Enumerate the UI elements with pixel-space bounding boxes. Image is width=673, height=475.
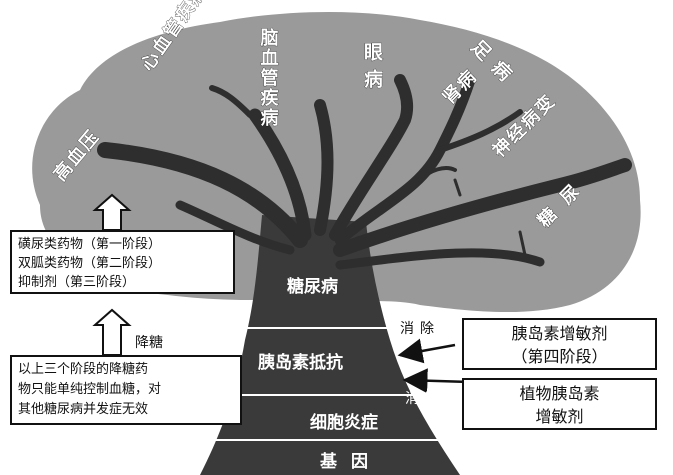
- band-lines: [205, 327, 530, 441]
- band-gene: 基因: [319, 451, 382, 472]
- drug-line-3: 抑制剂（第三阶段）: [18, 275, 136, 290]
- sensitizer-line-2: （第四阶段）: [511, 347, 608, 366]
- complication-eye: 眼病: [361, 42, 383, 96]
- drug-line-1: 磺尿类药物（第一阶段）: [18, 237, 162, 252]
- plant-line-1: 植物胰岛素: [519, 384, 600, 403]
- note-line-2: 物只能单纯控制血糖，对: [18, 382, 162, 397]
- tree-trunk: [200, 215, 460, 475]
- up-arrow-top: [92, 193, 132, 231]
- complication-brain: 脑血管疾病: [258, 27, 279, 128]
- conventional-drugs-box: 磺尿类药物（第一阶段） 双胍类药物（第二阶段） 抑制剂（第三阶段）: [10, 230, 235, 294]
- note-box: 以上三个阶段的降糖药 物只能单纯控制血糖，对 其他糖尿病并发症无效: [10, 355, 242, 425]
- arrow-to-inflammation: [402, 368, 471, 394]
- drug-line-2: 双胍类药物（第二阶段）: [18, 256, 162, 271]
- tree-branches: [97, 74, 632, 270]
- eliminate-label-bottom: 消除: [405, 391, 445, 407]
- sensitizer-line-1: 胰岛素增敏剂: [511, 324, 608, 343]
- lower-glucose-label: 降糖: [135, 335, 163, 351]
- band-inflammation: 细胞炎症: [310, 412, 378, 433]
- note-line-1: 以上三个阶段的降糖药: [18, 362, 149, 377]
- arrow-to-insulin-resistance: [397, 338, 456, 364]
- plant-sensitizer-box: 植物胰岛素 增敏剂: [462, 378, 657, 430]
- band-insulin-resistance: 胰岛素抵抗: [258, 352, 343, 373]
- eliminate-label-top: 消除: [400, 321, 440, 337]
- note-line-3: 其他糖尿病并发症无效: [18, 402, 149, 417]
- band-diabetes: 糖尿病: [287, 276, 338, 297]
- up-arrow-middle: [92, 308, 132, 356]
- plant-line-2: 增敏剂: [535, 407, 584, 426]
- insulin-sensitizer-box: 胰岛素增敏剂 （第四阶段）: [462, 318, 657, 370]
